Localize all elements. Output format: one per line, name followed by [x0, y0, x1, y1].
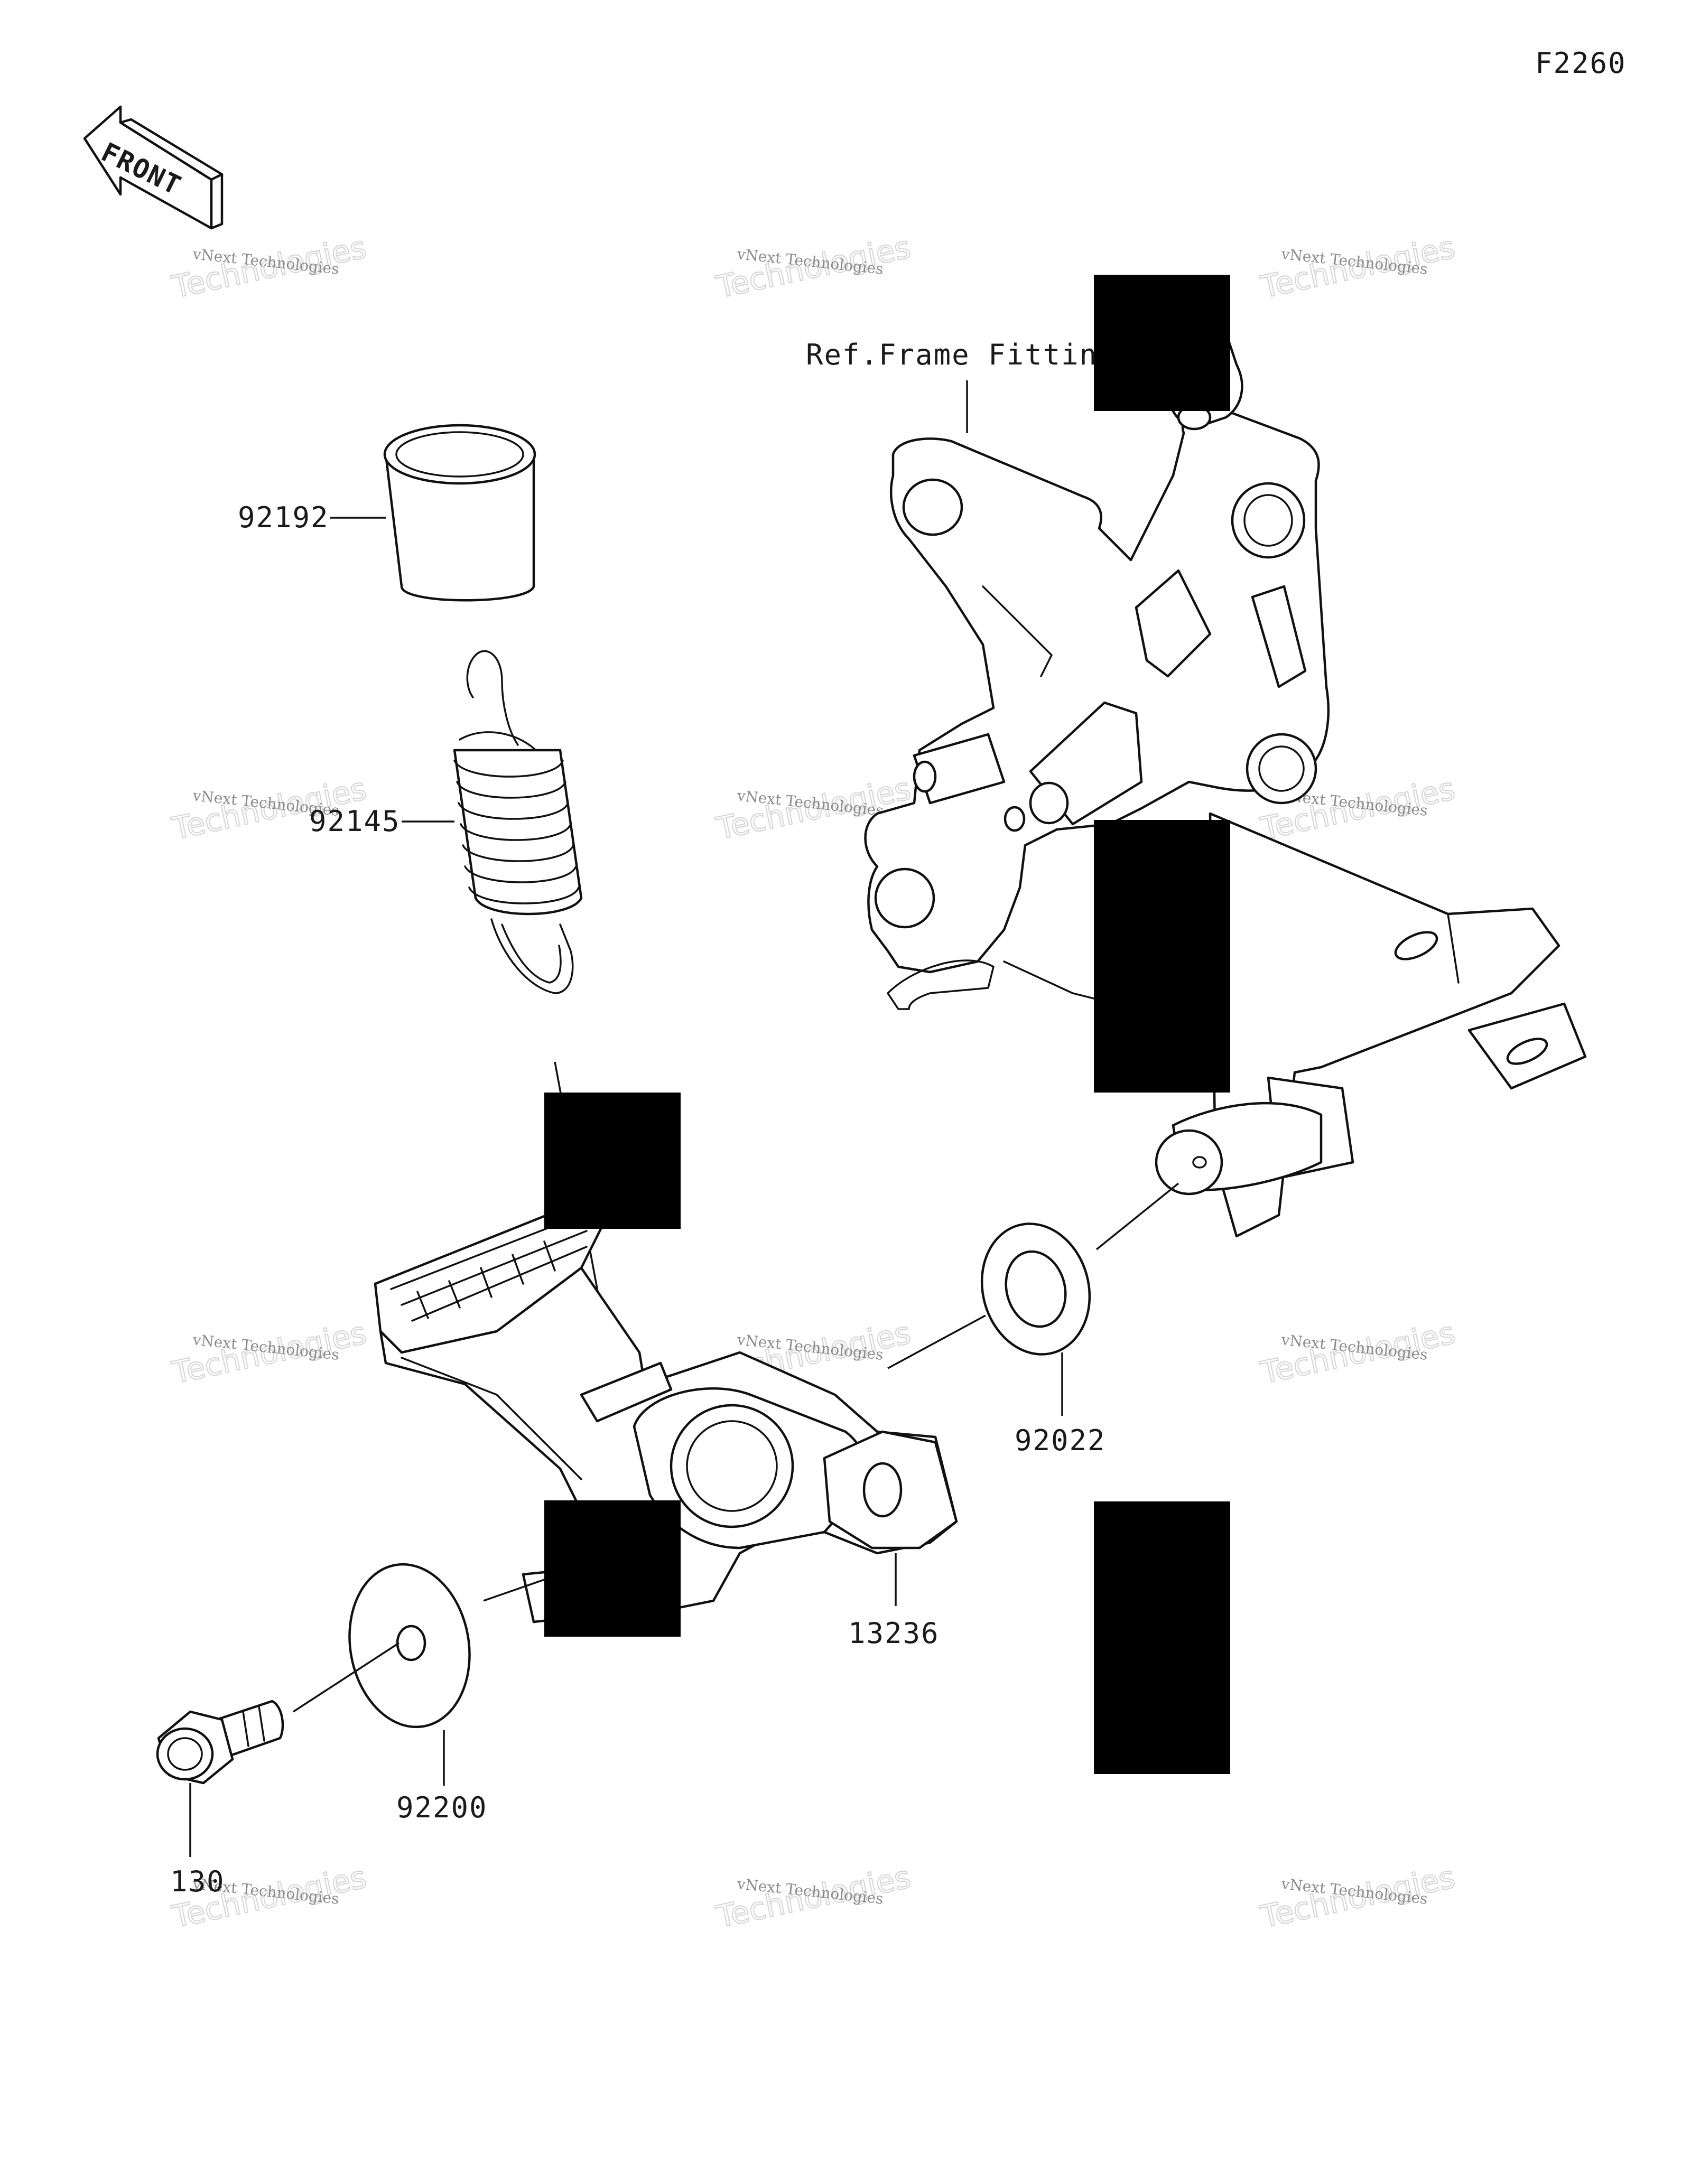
washer-part	[980, 1222, 1091, 1356]
watermark: Technologies vNext Technologies	[712, 1858, 914, 1935]
reference-label: Ref.Frame Fittin	[806, 338, 1098, 371]
redaction-block	[1094, 1501, 1230, 1774]
part-number-bushing: 92192	[238, 501, 329, 534]
bolt-part	[156, 1700, 284, 1785]
redaction-block	[1094, 275, 1230, 411]
bushing-part	[383, 424, 536, 602]
brake-pedal-part	[374, 1198, 958, 1623]
redaction-block	[544, 1500, 681, 1637]
redaction-block	[1094, 820, 1230, 1093]
front-arrow-icon: FRONT	[83, 105, 224, 230]
leader-line	[293, 1642, 399, 1713]
part-number-plate-washer: 92200	[396, 1791, 488, 1824]
part-number-brake-pedal: 13236	[848, 1617, 940, 1650]
plate-washer-part	[348, 1563, 471, 1729]
leader-line	[483, 1579, 545, 1602]
watermark: Technologies vNext Technologies	[168, 228, 370, 305]
figure-code: F2260	[1535, 46, 1627, 80]
leader-line	[887, 1314, 986, 1369]
part-number-washer: 92022	[1015, 1424, 1106, 1457]
leader-line	[1095, 1182, 1179, 1250]
watermark: Technologies vNext Technologies	[168, 1314, 370, 1391]
part-number-bolt: 130	[170, 1865, 225, 1898]
watermark: Technologies vNext Technologies	[1257, 1858, 1458, 1935]
part-number-spring: 92145	[309, 805, 401, 838]
watermark: Technologies vNext Technologies	[712, 228, 914, 305]
redaction-block	[544, 1093, 681, 1229]
frame-fitting-bracket	[864, 324, 1587, 1238]
watermark: Technologies vNext Technologies	[1257, 1314, 1458, 1391]
spring-part	[453, 650, 583, 994]
watermark: Technologies vNext Technologies	[1257, 228, 1458, 305]
